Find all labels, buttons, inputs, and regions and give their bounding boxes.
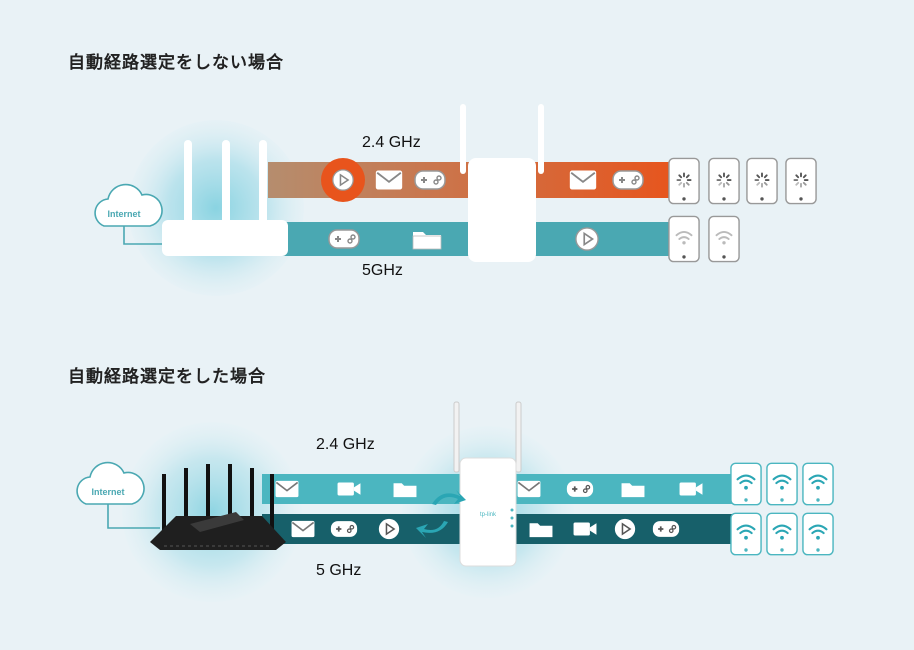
mail-icon xyxy=(375,170,403,190)
band-24-label: 2.4 GHz xyxy=(362,134,421,151)
play-icon xyxy=(575,227,599,251)
diagram-without-auto-routing: Internet xyxy=(94,104,817,296)
loading-icon xyxy=(668,157,700,205)
wifi-icon xyxy=(730,512,762,556)
play-icon xyxy=(332,169,354,191)
router-white xyxy=(162,140,288,256)
play-icon xyxy=(378,518,400,540)
gamepad-icon xyxy=(330,520,358,538)
range-extender xyxy=(460,104,544,262)
loading-icon xyxy=(708,157,740,205)
internet-cloud-label: Internet xyxy=(107,209,140,219)
band-5-label: 5GHz xyxy=(362,262,403,279)
switch-band-arrows-icon xyxy=(416,490,466,538)
gamepad-icon xyxy=(566,480,594,498)
wifi-icon xyxy=(668,215,700,263)
wifi-icon xyxy=(766,512,798,556)
extender-brand-label: tp-link xyxy=(480,512,497,518)
mail-icon xyxy=(274,480,300,498)
gamepad-icon xyxy=(652,520,680,538)
section-without-title: 自動経路選定をしない場合 xyxy=(68,53,284,73)
wifi-icon xyxy=(802,462,834,506)
internet-cloud-label: Internet xyxy=(91,487,124,497)
mail-icon xyxy=(569,170,597,190)
internet-cloud: Internet xyxy=(76,461,160,529)
loading-icon xyxy=(746,157,778,205)
gamepad-icon xyxy=(612,170,644,190)
band-24-label: 2.4 GHz xyxy=(316,436,375,453)
router-black xyxy=(150,464,286,550)
band-5-label: 5 GHz xyxy=(316,562,362,579)
wifi-icon xyxy=(802,512,834,556)
wifi-icon xyxy=(708,215,740,263)
mail-icon xyxy=(290,520,316,538)
range-extender: tp-link xyxy=(453,401,522,567)
gamepad-icon xyxy=(328,229,360,249)
wifi-icon xyxy=(766,462,798,506)
internet-cloud: Internet xyxy=(94,183,168,245)
diagram-with-auto-routing: Internet tp-link xyxy=(76,401,834,602)
gamepad-icon xyxy=(414,170,446,190)
play-icon xyxy=(614,518,636,540)
wifi-icon xyxy=(730,462,762,506)
section-with-title: 自動経路選定をした場合 xyxy=(68,367,266,387)
loading-icon xyxy=(785,157,817,205)
mail-icon xyxy=(516,480,542,498)
router-coverage-glow xyxy=(122,422,302,602)
